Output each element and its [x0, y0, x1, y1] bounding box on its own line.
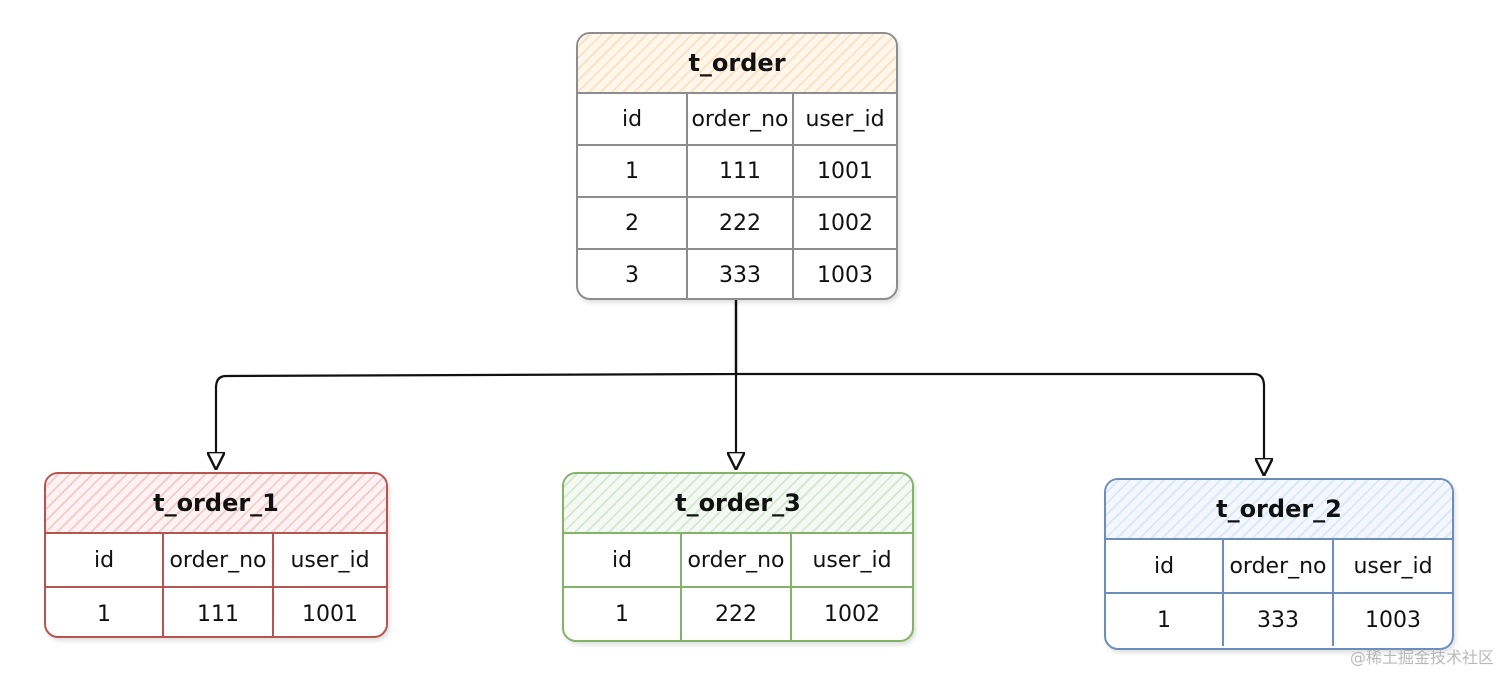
header-cell-user_id: user_id [812, 547, 892, 573]
cell-user_id: 1001 [302, 601, 358, 627]
table-header-row: id order_no user_id [46, 534, 386, 588]
connector-to-t_order_1 [216, 296, 738, 468]
cell-order_no: 333 [688, 250, 794, 298]
cell-user_id: 1002 [824, 601, 880, 627]
cell-id: 1 [1106, 594, 1224, 646]
table-header-row: id order_no user_id [578, 94, 896, 146]
cell-user_id: 1003 [1365, 607, 1421, 633]
cell-user_id: 1003 [817, 262, 873, 288]
header-cell-id: id [1106, 540, 1224, 592]
header-cell-id: id [46, 534, 164, 586]
header-cell-order_no: order_no [688, 94, 794, 144]
table-t_order: t_order id order_no user_id 1 111 1001 2… [576, 32, 898, 300]
table-title: t_order [578, 34, 896, 94]
table-row: 1 111 1001 [578, 146, 896, 198]
cell-id: 3 [578, 250, 688, 298]
cell-order_no: 222 [688, 198, 794, 248]
table-row: 1 222 1002 [564, 588, 912, 640]
cell-id: 2 [578, 198, 688, 248]
table-t_order_2: t_order_2 id order_no user_id 1 333 1003 [1104, 478, 1454, 650]
header-cell-id: id [578, 94, 688, 144]
table-t_order_1: t_order_1 id order_no user_id 1 111 1001 [44, 472, 388, 638]
cell-order_no: 222 [682, 588, 792, 640]
table-header-row: id order_no user_id [564, 534, 912, 588]
watermark: @稀土掘金技术社区 [1349, 648, 1494, 667]
table-title: t_order_2 [1106, 480, 1452, 540]
header-cell-user_id: user_id [290, 547, 370, 573]
header-cell-order_no: order_no [1224, 540, 1334, 592]
table-row: 2 222 1002 [578, 198, 896, 250]
cell-user_id: 1002 [817, 210, 873, 236]
header-cell-user_id: user_id [1353, 553, 1433, 579]
cell-order_no: 333 [1224, 594, 1334, 646]
cell-order_no: 111 [688, 146, 794, 196]
cell-order_no: 111 [164, 588, 274, 636]
table-row: 3 333 1003 [578, 250, 896, 298]
cell-id: 1 [564, 588, 682, 640]
table-row: 1 333 1003 [1106, 594, 1452, 646]
table-header-row: id order_no user_id [1106, 540, 1452, 594]
connector-to-t_order_2 [734, 296, 1264, 474]
header-cell-user_id: user_id [805, 106, 885, 132]
table-t_order_3: t_order_3 id order_no user_id 1 222 1002 [562, 472, 914, 642]
cell-user_id: 1001 [817, 158, 873, 184]
table-title: t_order_1 [46, 474, 386, 534]
header-cell-order_no: order_no [164, 534, 274, 586]
table-title: t_order_3 [564, 474, 912, 534]
header-cell-id: id [564, 534, 682, 586]
cell-id: 1 [578, 146, 688, 196]
header-cell-order_no: order_no [682, 534, 792, 586]
table-row: 1 111 1001 [46, 588, 386, 636]
cell-id: 1 [46, 588, 164, 636]
